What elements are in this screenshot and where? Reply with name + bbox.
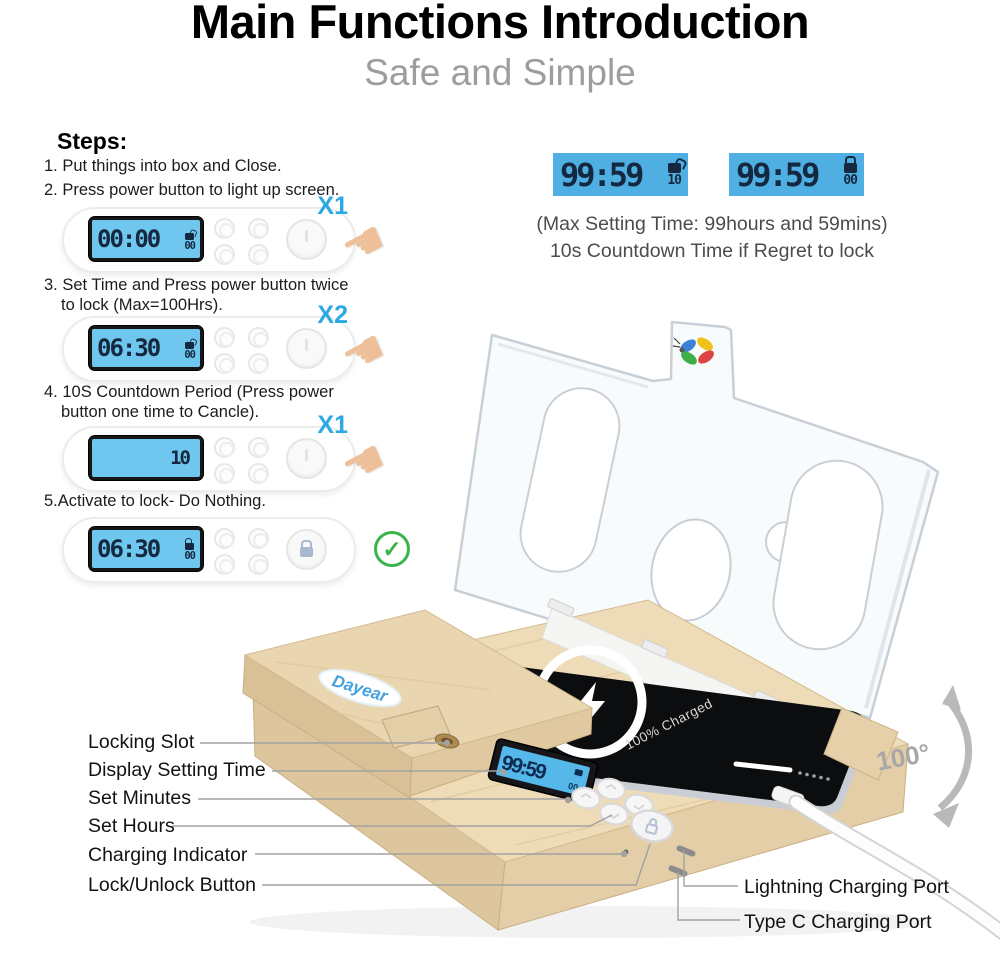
countdown-sub: 10 <box>667 172 682 188</box>
label-set-hours: Set Hours <box>88 815 175 837</box>
set-buttons <box>214 528 269 575</box>
steps-heading: Steps: <box>57 128 128 154</box>
hour-up-button <box>214 437 235 458</box>
unlock-icon <box>667 162 681 173</box>
step-5: 5.Activate to lock- Do Nothing. <box>44 492 266 510</box>
label-lock-unlock-button: Lock/Unlock Button <box>88 874 257 896</box>
timer-time: 00:00 <box>97 225 161 253</box>
countdown-sub: 00 <box>843 172 858 188</box>
timer-pill-2: 06:30 00 X2 ☚ <box>62 301 396 387</box>
timer-sub-digits: 00 <box>184 550 196 562</box>
max-time-display-locked: 99:59 00 <box>729 153 864 196</box>
charging-cable <box>771 785 1000 941</box>
timer-sub-digits: 00 <box>184 240 196 252</box>
timer-time: 06:30 <box>97 535 161 563</box>
product-illustration: 100% Charged Dayear <box>242 320 1000 941</box>
max-time: 99:59 <box>560 155 644 194</box>
set-buttons <box>214 437 269 484</box>
lock-icon <box>843 155 857 173</box>
hour-up-button <box>214 327 235 348</box>
lock-icon <box>185 538 195 550</box>
unlock-icon <box>185 342 195 349</box>
unlock-icon <box>185 233 195 240</box>
arrow-up-icon <box>942 685 961 710</box>
minute-up-button <box>248 218 269 239</box>
label-lightning-charging-port: Lightning Charging Port <box>744 876 949 898</box>
lid-rotation-annotation: 100° <box>874 685 972 828</box>
countdown-digits: 10 <box>170 447 191 469</box>
label-locking-slot: Locking Slot <box>88 731 195 753</box>
timer-display: 10 <box>88 435 204 481</box>
step-4: 4. 10S Countdown Period (Press power but… <box>44 383 334 421</box>
success-check-icon: ✓ <box>374 531 410 567</box>
home-indicator <box>733 761 793 773</box>
timer-display: 06:30 00 <box>88 526 204 572</box>
minute-up-button <box>248 528 269 549</box>
box-lcd-display: 99:59 00 <box>487 738 599 804</box>
timer-display: 06:30 00 <box>88 325 204 371</box>
max-time-display-unlocked: 99:59 10 <box>553 153 688 196</box>
set-buttons <box>214 218 269 265</box>
timer-pill-4: 06:30 00 ✓ <box>62 517 410 583</box>
hour-up-button <box>214 528 235 549</box>
minute-up-button <box>248 327 269 348</box>
hour-down-button <box>214 244 235 265</box>
timer-pill-3: 10 X1 ☚ <box>62 411 396 497</box>
max-setting-captions: (Max Setting Time: 99hours and 59mins) 1… <box>520 211 904 264</box>
label-charging-indicator: Charging Indicator <box>88 844 248 866</box>
power-button <box>286 438 327 479</box>
locking-slot <box>381 705 460 749</box>
timer-display: 00:00 00 <box>88 216 204 262</box>
lock-icon <box>645 818 659 835</box>
max-time: 99:59 <box>736 155 820 194</box>
lock-unlock-button <box>286 529 327 570</box>
hour-up-button <box>596 777 626 801</box>
minute-down-button <box>248 244 269 265</box>
label-display-setting-time: Display Setting Time <box>88 759 266 781</box>
power-button <box>286 219 327 260</box>
lock-icon <box>300 540 313 557</box>
hour-down-button <box>214 353 235 374</box>
power-button <box>286 328 327 369</box>
hour-up-button <box>214 218 235 239</box>
minute-down-button <box>248 554 269 575</box>
page-title: Main Functions Introduction <box>190 0 810 48</box>
step-1: 1. Put things into box and Close. <box>44 157 282 175</box>
timer-pill-1: 00:00 00 X1 ☚ <box>62 192 396 278</box>
label-set-minutes: Set Minutes <box>88 787 191 809</box>
hour-down-button <box>214 463 235 484</box>
timer-time: 06:30 <box>97 334 161 362</box>
pointing-hand-icon: ☚ <box>332 211 396 279</box>
step-2: 2. Press power button to light up screen… <box>44 181 340 199</box>
press-count-badge: X2 <box>317 301 348 329</box>
page-subtitle: Safe and Simple <box>364 52 636 93</box>
charging-indicator-led <box>623 849 629 855</box>
lid-cutouts <box>519 387 884 651</box>
minute-up-button <box>248 437 269 458</box>
arrow-down-icon <box>933 803 959 828</box>
lock-unlock-button <box>630 809 674 843</box>
max-setting-caption-1: (Max Setting Time: 99hours and 59mins) <box>536 213 888 235</box>
step-3: 3. Set Time and Press power button twice… <box>44 276 349 314</box>
minute-down-button <box>248 353 269 374</box>
hour-down-button <box>214 554 235 575</box>
phone-cradle <box>823 707 899 781</box>
minute-down-button <box>248 463 269 484</box>
label-type-c-charging-port: Type C Charging Port <box>744 911 932 933</box>
max-setting-caption-2: 10s Countdown Time if Regret to lock <box>549 239 875 262</box>
set-buttons <box>214 327 269 374</box>
press-count-badge: X1 <box>317 411 348 439</box>
minute-up-button <box>571 786 601 810</box>
speaker-dots <box>798 771 830 781</box>
timer-sub-digits: 00 <box>184 349 196 361</box>
press-count-badge: X1 <box>317 192 348 220</box>
brand-logo-butterfly-icon <box>672 337 714 365</box>
box-buttons <box>571 777 674 843</box>
